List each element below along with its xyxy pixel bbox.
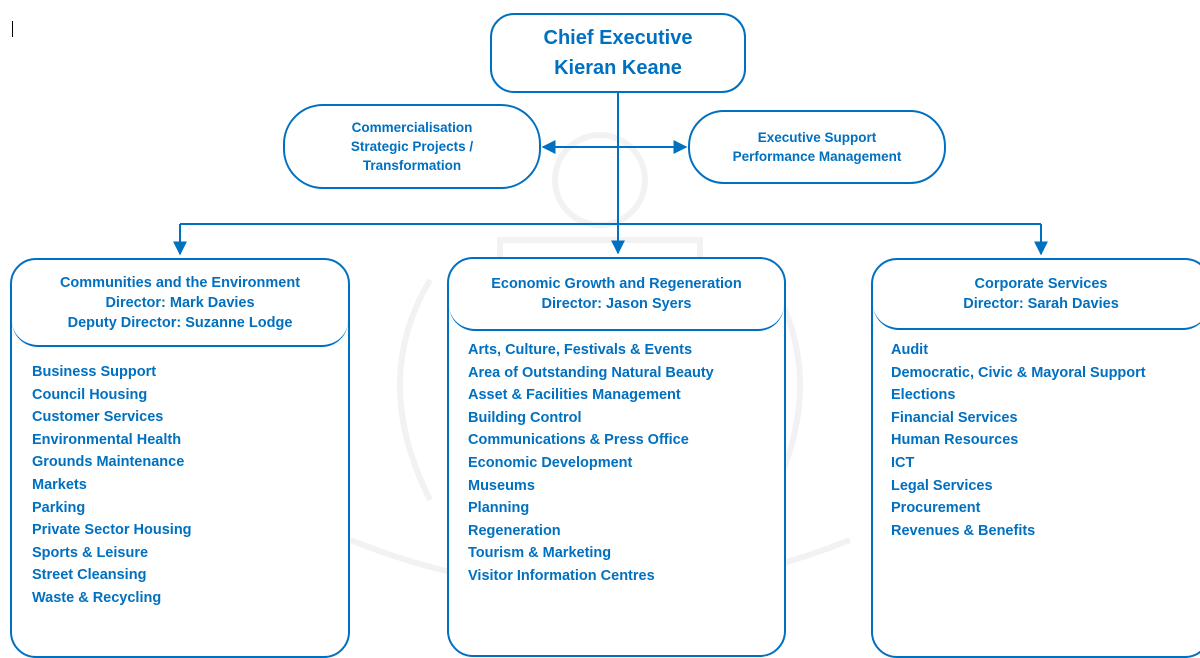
service-item: Environmental Health bbox=[32, 431, 182, 448]
service-item: Human Resources bbox=[891, 432, 1019, 449]
service-item: Financial Services bbox=[891, 409, 1018, 426]
service-item: Street Cleansing bbox=[32, 567, 147, 584]
service-item: Council Housing bbox=[32, 386, 148, 403]
service-list: Arts, Culture, Festivals & Events Area o… bbox=[449, 331, 784, 588]
chief-executive-box[interactable]: Chief Executive Kieran Keane bbox=[490, 13, 746, 93]
service-item: Museums bbox=[468, 477, 535, 494]
service-item: Democratic, Civic & Mayoral Support bbox=[891, 364, 1146, 381]
directorate-deputy: Deputy Director: Suzanne Lodge bbox=[67, 314, 293, 331]
directorate-header: Corporate Services Director: Sarah Davie… bbox=[873, 260, 1200, 330]
directorate-title: Corporate Services bbox=[974, 276, 1108, 292]
service-item: Audit bbox=[891, 342, 929, 358]
commercialisation-line: Strategic Projects / bbox=[350, 139, 474, 154]
service-list: Audit Democratic, Civic & Mayoral Suppor… bbox=[873, 330, 1200, 542]
service-item: Arts, Culture, Festivals & Events bbox=[468, 342, 693, 358]
directorate-director: Director: Sarah Davies bbox=[963, 296, 1119, 312]
service-item: Business Support bbox=[32, 364, 157, 380]
executive-support-line: Performance Management bbox=[732, 149, 902, 164]
service-item: Elections bbox=[891, 387, 956, 404]
service-item: ICT bbox=[891, 454, 915, 471]
service-item: Communications & Press Office bbox=[468, 432, 689, 449]
service-item: Asset & Facilities Management bbox=[468, 387, 681, 404]
service-item: Legal Services bbox=[891, 477, 993, 494]
service-item: Waste & Recycling bbox=[32, 589, 162, 606]
executive-support-line: Executive Support bbox=[757, 130, 877, 145]
service-item: Private Sector Housing bbox=[32, 522, 192, 539]
service-item: Procurement bbox=[891, 500, 981, 517]
directorate-corporate-services[interactable]: Corporate Services Director: Sarah Davie… bbox=[871, 258, 1200, 658]
service-item: Planning bbox=[468, 500, 530, 517]
text-cursor bbox=[12, 21, 13, 37]
service-item: Markets bbox=[32, 476, 87, 493]
service-item: Visitor Information Centres bbox=[468, 567, 655, 584]
commercialisation-line: Commercialisation bbox=[351, 120, 473, 135]
service-item: Tourism & Marketing bbox=[468, 545, 612, 562]
directorate-communities[interactable]: Communities and the Environment Director… bbox=[10, 258, 350, 658]
connector-lines bbox=[173, 93, 1048, 256]
service-item: Customer Services bbox=[32, 409, 164, 426]
service-item: Regeneration bbox=[468, 522, 561, 539]
service-item: Grounds Maintenance bbox=[32, 454, 185, 471]
chief-executive-role: Chief Executive bbox=[543, 27, 693, 49]
directorate-director: Director: Jason Syers bbox=[541, 296, 692, 312]
directorate-economic-growth[interactable]: Economic Growth and Regeneration Directo… bbox=[447, 257, 786, 657]
directorate-title: Economic Growth and Regeneration bbox=[491, 276, 742, 292]
directorate-header: Economic Growth and Regeneration Directo… bbox=[449, 259, 784, 331]
service-item: Area of Outstanding Natural Beauty bbox=[468, 364, 714, 381]
service-item: Parking bbox=[32, 499, 86, 516]
service-item: Building Control bbox=[468, 409, 582, 426]
service-item: Sports & Leisure bbox=[32, 544, 149, 561]
directorate-director: Director: Mark Davies bbox=[105, 294, 255, 311]
service-item: Revenues & Benefits bbox=[891, 522, 1036, 539]
commercialisation-box[interactable]: Commercialisation Strategic Projects / T… bbox=[283, 104, 541, 189]
executive-support-box[interactable]: Executive Support Performance Management bbox=[688, 110, 946, 184]
directorate-header: Communities and the Environment Director… bbox=[12, 260, 348, 347]
commercialisation-line: Transformation bbox=[362, 158, 462, 173]
chief-executive-name: Kieran Keane bbox=[554, 57, 682, 79]
service-list: Business Support Council Housing Custome… bbox=[12, 347, 348, 610]
directorate-title: Communities and the Environment bbox=[59, 274, 301, 291]
service-item: Economic Development bbox=[468, 454, 633, 471]
